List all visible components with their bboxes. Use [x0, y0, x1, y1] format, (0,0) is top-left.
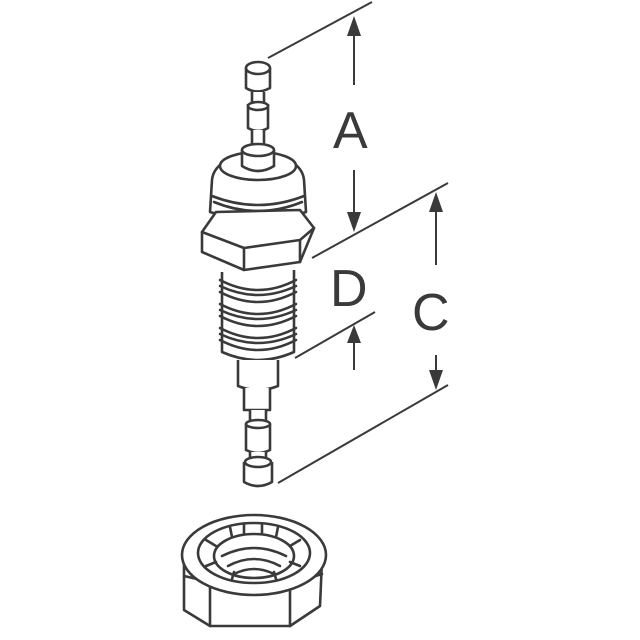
dimension-c-arrows — [429, 192, 443, 390]
threaded-body — [218, 270, 298, 362]
upper-body — [208, 142, 308, 222]
hex-flange — [200, 208, 316, 272]
pin-top — [244, 60, 272, 150]
dimension-d-arrows — [347, 325, 361, 370]
lower-pin — [236, 360, 280, 488]
dimension-a-arrows — [347, 16, 361, 232]
slotted-nut — [180, 513, 328, 628]
extension-lines — [267, 1, 449, 484]
label-a: A — [333, 102, 368, 160]
label-d: D — [330, 260, 368, 318]
label-c: C — [412, 284, 450, 342]
